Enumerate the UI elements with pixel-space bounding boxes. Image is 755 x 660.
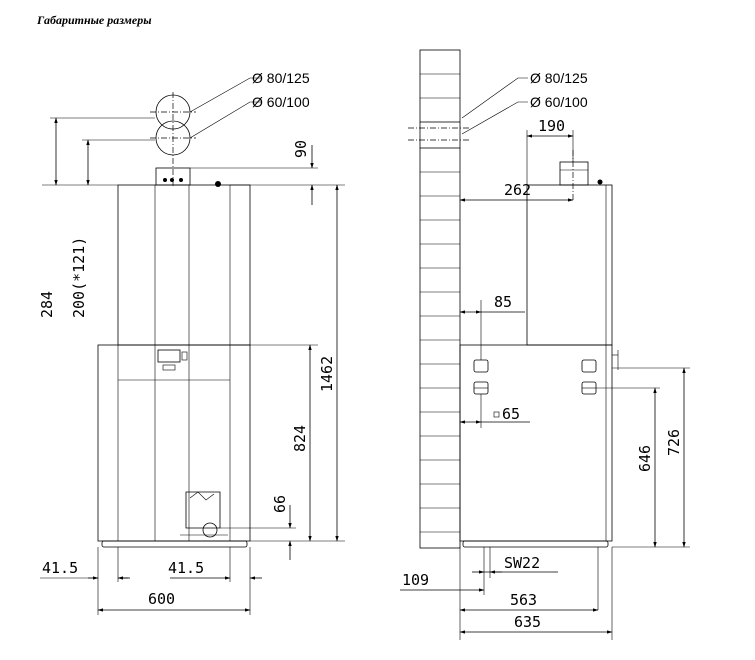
front-flue-label-60-100: Ø 60/100 bbox=[252, 94, 310, 110]
dim-635: 635 bbox=[514, 613, 541, 631]
dim-262: 262 bbox=[504, 181, 531, 199]
dim-41-5-left: 41.5 bbox=[42, 559, 78, 577]
dim-90: 90 bbox=[292, 140, 310, 158]
side-upper-housing bbox=[526, 184, 613, 346]
side-lower-cabinet bbox=[459, 344, 613, 542]
front-view bbox=[40, 77, 345, 615]
dim-726: 726 bbox=[665, 429, 683, 456]
wall-lower bbox=[419, 147, 461, 549]
side-view bbox=[400, 49, 690, 640]
wall-upper bbox=[419, 49, 461, 123]
front-flue-label-80-125: Ø 80/125 bbox=[252, 70, 310, 86]
front-lower-cabinet bbox=[97, 344, 251, 542]
dim-646: 646 bbox=[636, 445, 654, 472]
dim-1462: 1462 bbox=[318, 356, 336, 392]
control-panel-display bbox=[157, 349, 181, 363]
front-base bbox=[101, 540, 248, 548]
dim-66: 66 bbox=[271, 495, 289, 513]
dim-85: 85 bbox=[494, 293, 512, 311]
page-title: Габаритные размеры bbox=[37, 13, 152, 27]
pump-icon bbox=[202, 522, 218, 538]
dim-190: 190 bbox=[538, 117, 565, 135]
side-flue-stub bbox=[559, 161, 589, 186]
dim-600: 600 bbox=[148, 590, 175, 608]
side-flue-label-60-100: Ø 60/100 bbox=[530, 94, 588, 110]
dim-sw22: SW22 bbox=[504, 554, 540, 572]
dim-41-5-right: 41.5 bbox=[168, 559, 204, 577]
side-flue-label-80-125: Ø 80/125 bbox=[530, 70, 588, 86]
small-square-icon bbox=[493, 411, 500, 418]
dim-824: 824 bbox=[291, 425, 309, 452]
dim-563: 563 bbox=[510, 591, 537, 609]
side-base bbox=[462, 540, 609, 548]
dim-200-121: 200(*121) bbox=[70, 237, 88, 318]
dim-109: 109 bbox=[402, 571, 429, 589]
dim-65: 65 bbox=[502, 405, 520, 423]
dim-284: 284 bbox=[38, 291, 56, 318]
